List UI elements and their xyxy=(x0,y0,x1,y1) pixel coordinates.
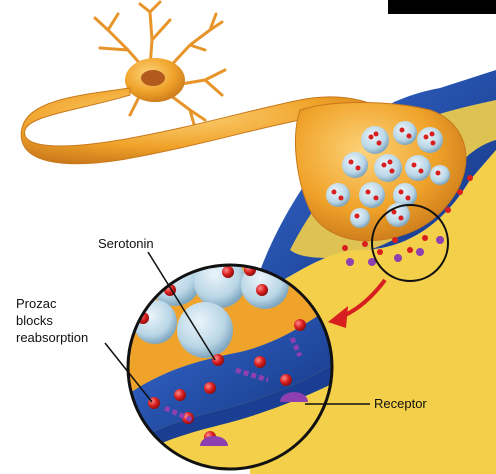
label-receptor: Receptor xyxy=(374,396,427,412)
label-prozac-line3: reabsorption xyxy=(16,330,88,346)
label-serotonin: Serotonin xyxy=(98,236,154,252)
label-prozac-line2: blocks xyxy=(16,313,53,329)
label-prozac-line1: Prozac xyxy=(16,296,56,312)
nucleus xyxy=(141,70,165,86)
